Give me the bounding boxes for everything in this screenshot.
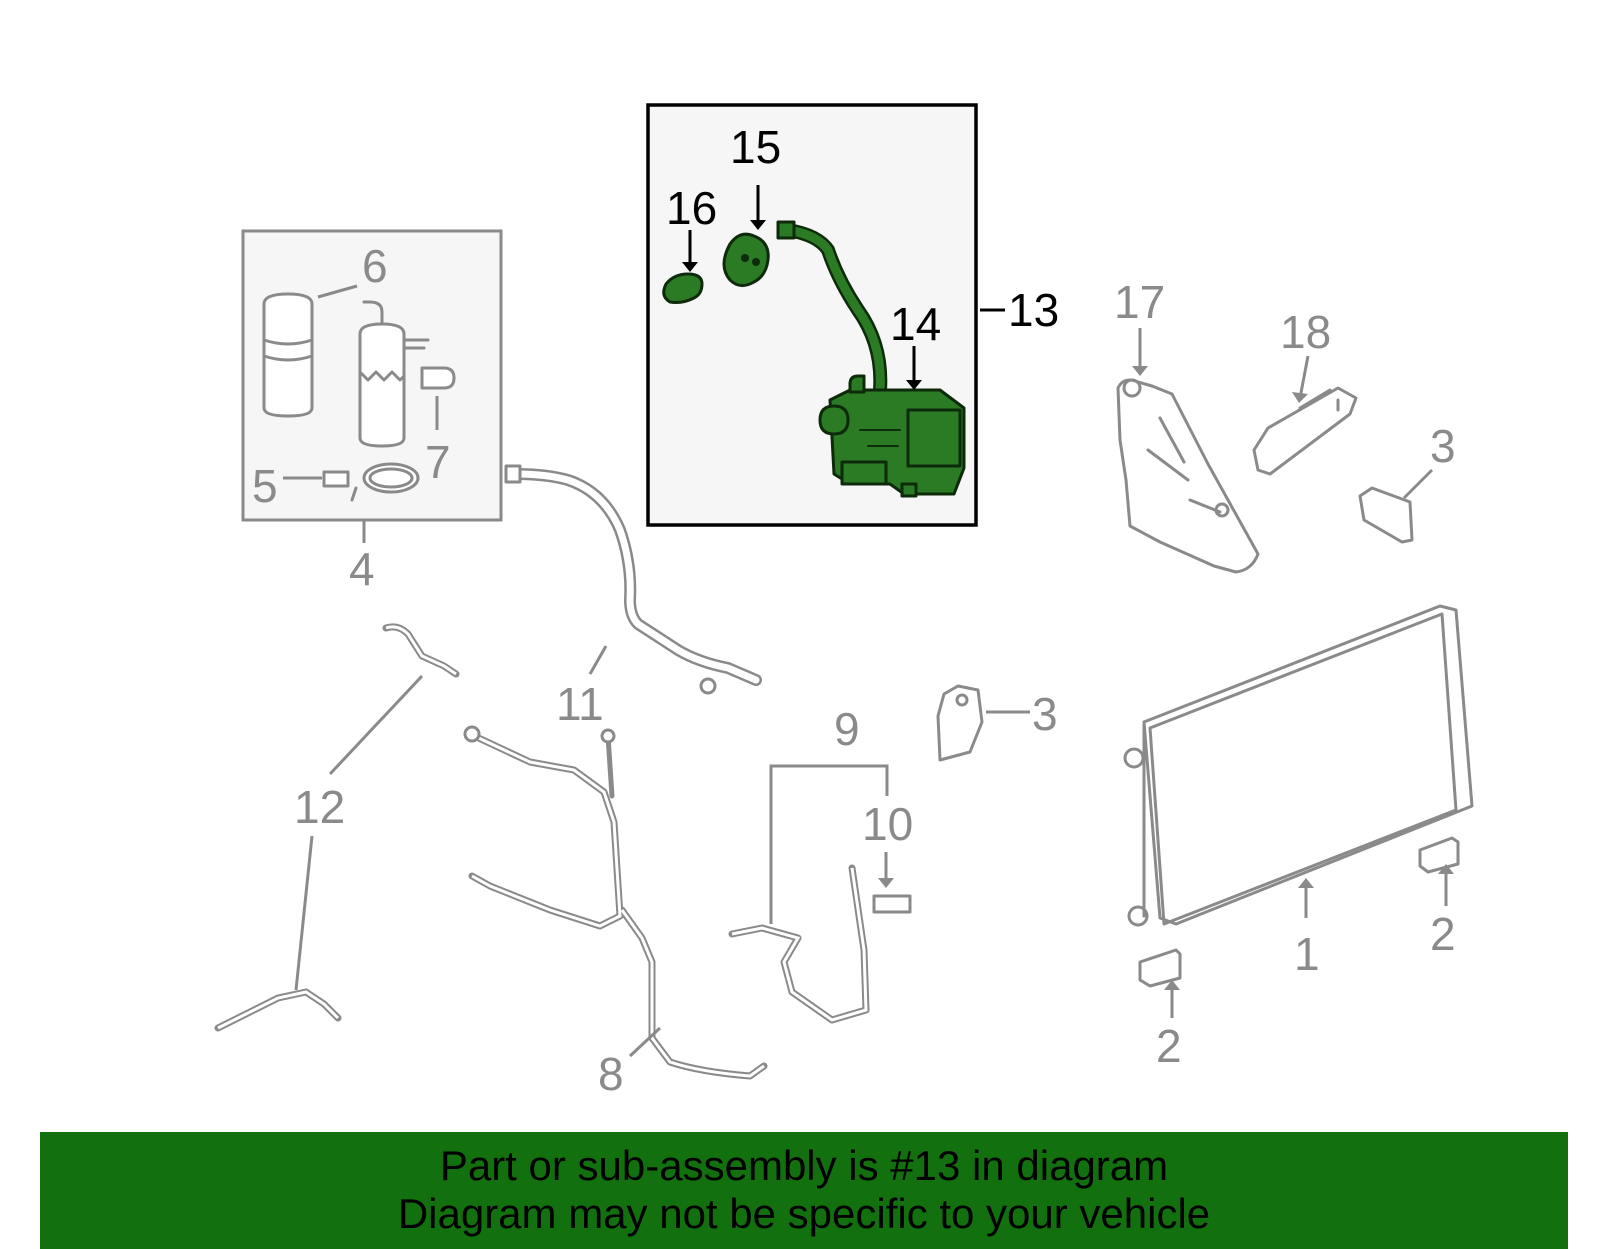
callout-11: 11: [556, 678, 604, 730]
callout-12: 12: [294, 781, 345, 833]
mount-bracket-icon: [1252, 386, 1358, 476]
callout-13: 13: [1008, 284, 1059, 336]
condenser-bracket-icon: [1358, 486, 1414, 544]
leader-12b: [294, 835, 314, 991]
banner-line-2: Diagram may not be specific to your vehi…: [397, 1190, 1211, 1237]
callout-6: 6: [362, 240, 388, 292]
condenser-mount-icon: [1138, 836, 1460, 988]
callout-3b: 3: [1032, 688, 1058, 740]
suction-hose-icon: [504, 464, 762, 695]
condenser-icon: [1123, 604, 1474, 927]
leader-12a: [328, 674, 424, 776]
callout-9: 9: [834, 703, 860, 755]
callout-4: 4: [349, 543, 375, 595]
callout-16: 16: [666, 182, 717, 234]
callout-8: 8: [598, 1048, 624, 1100]
callout-10: 10: [862, 798, 913, 850]
leader-8: [628, 1026, 662, 1058]
evaporator-tube-icon: [463, 725, 768, 1080]
info-banner: Part or sub-assembly is #13 in diagram D…: [40, 1132, 1568, 1249]
leader-3a: [1402, 468, 1434, 500]
liquid-tube-icon: [728, 864, 912, 1024]
liquid-line-icon: [214, 623, 460, 1032]
leader-6: [317, 284, 358, 299]
callout-7: 7: [425, 436, 451, 488]
leader-9: [769, 764, 889, 924]
callout-1: 1: [1294, 928, 1320, 980]
condenser-bracket-icon: [936, 684, 984, 762]
leader-18: [1298, 355, 1310, 399]
accumulator-icon: [262, 292, 456, 502]
banner-line-1: Part or sub-assembly is #13 in diagram: [439, 1142, 1169, 1189]
callout-3a: 3: [1430, 420, 1456, 472]
callout-18: 18: [1280, 306, 1331, 358]
compressor-bracket-icon: [1116, 378, 1260, 574]
callout-5: 5: [252, 460, 278, 512]
callout-17: 17: [1114, 276, 1165, 328]
leader-11: [588, 645, 608, 675]
callout-2a: 2: [1430, 908, 1456, 960]
callout-15: 15: [730, 121, 781, 173]
callout-2b: 2: [1156, 1020, 1182, 1072]
ac-compressor-icon: [662, 220, 966, 498]
callout-14: 14: [890, 298, 941, 350]
